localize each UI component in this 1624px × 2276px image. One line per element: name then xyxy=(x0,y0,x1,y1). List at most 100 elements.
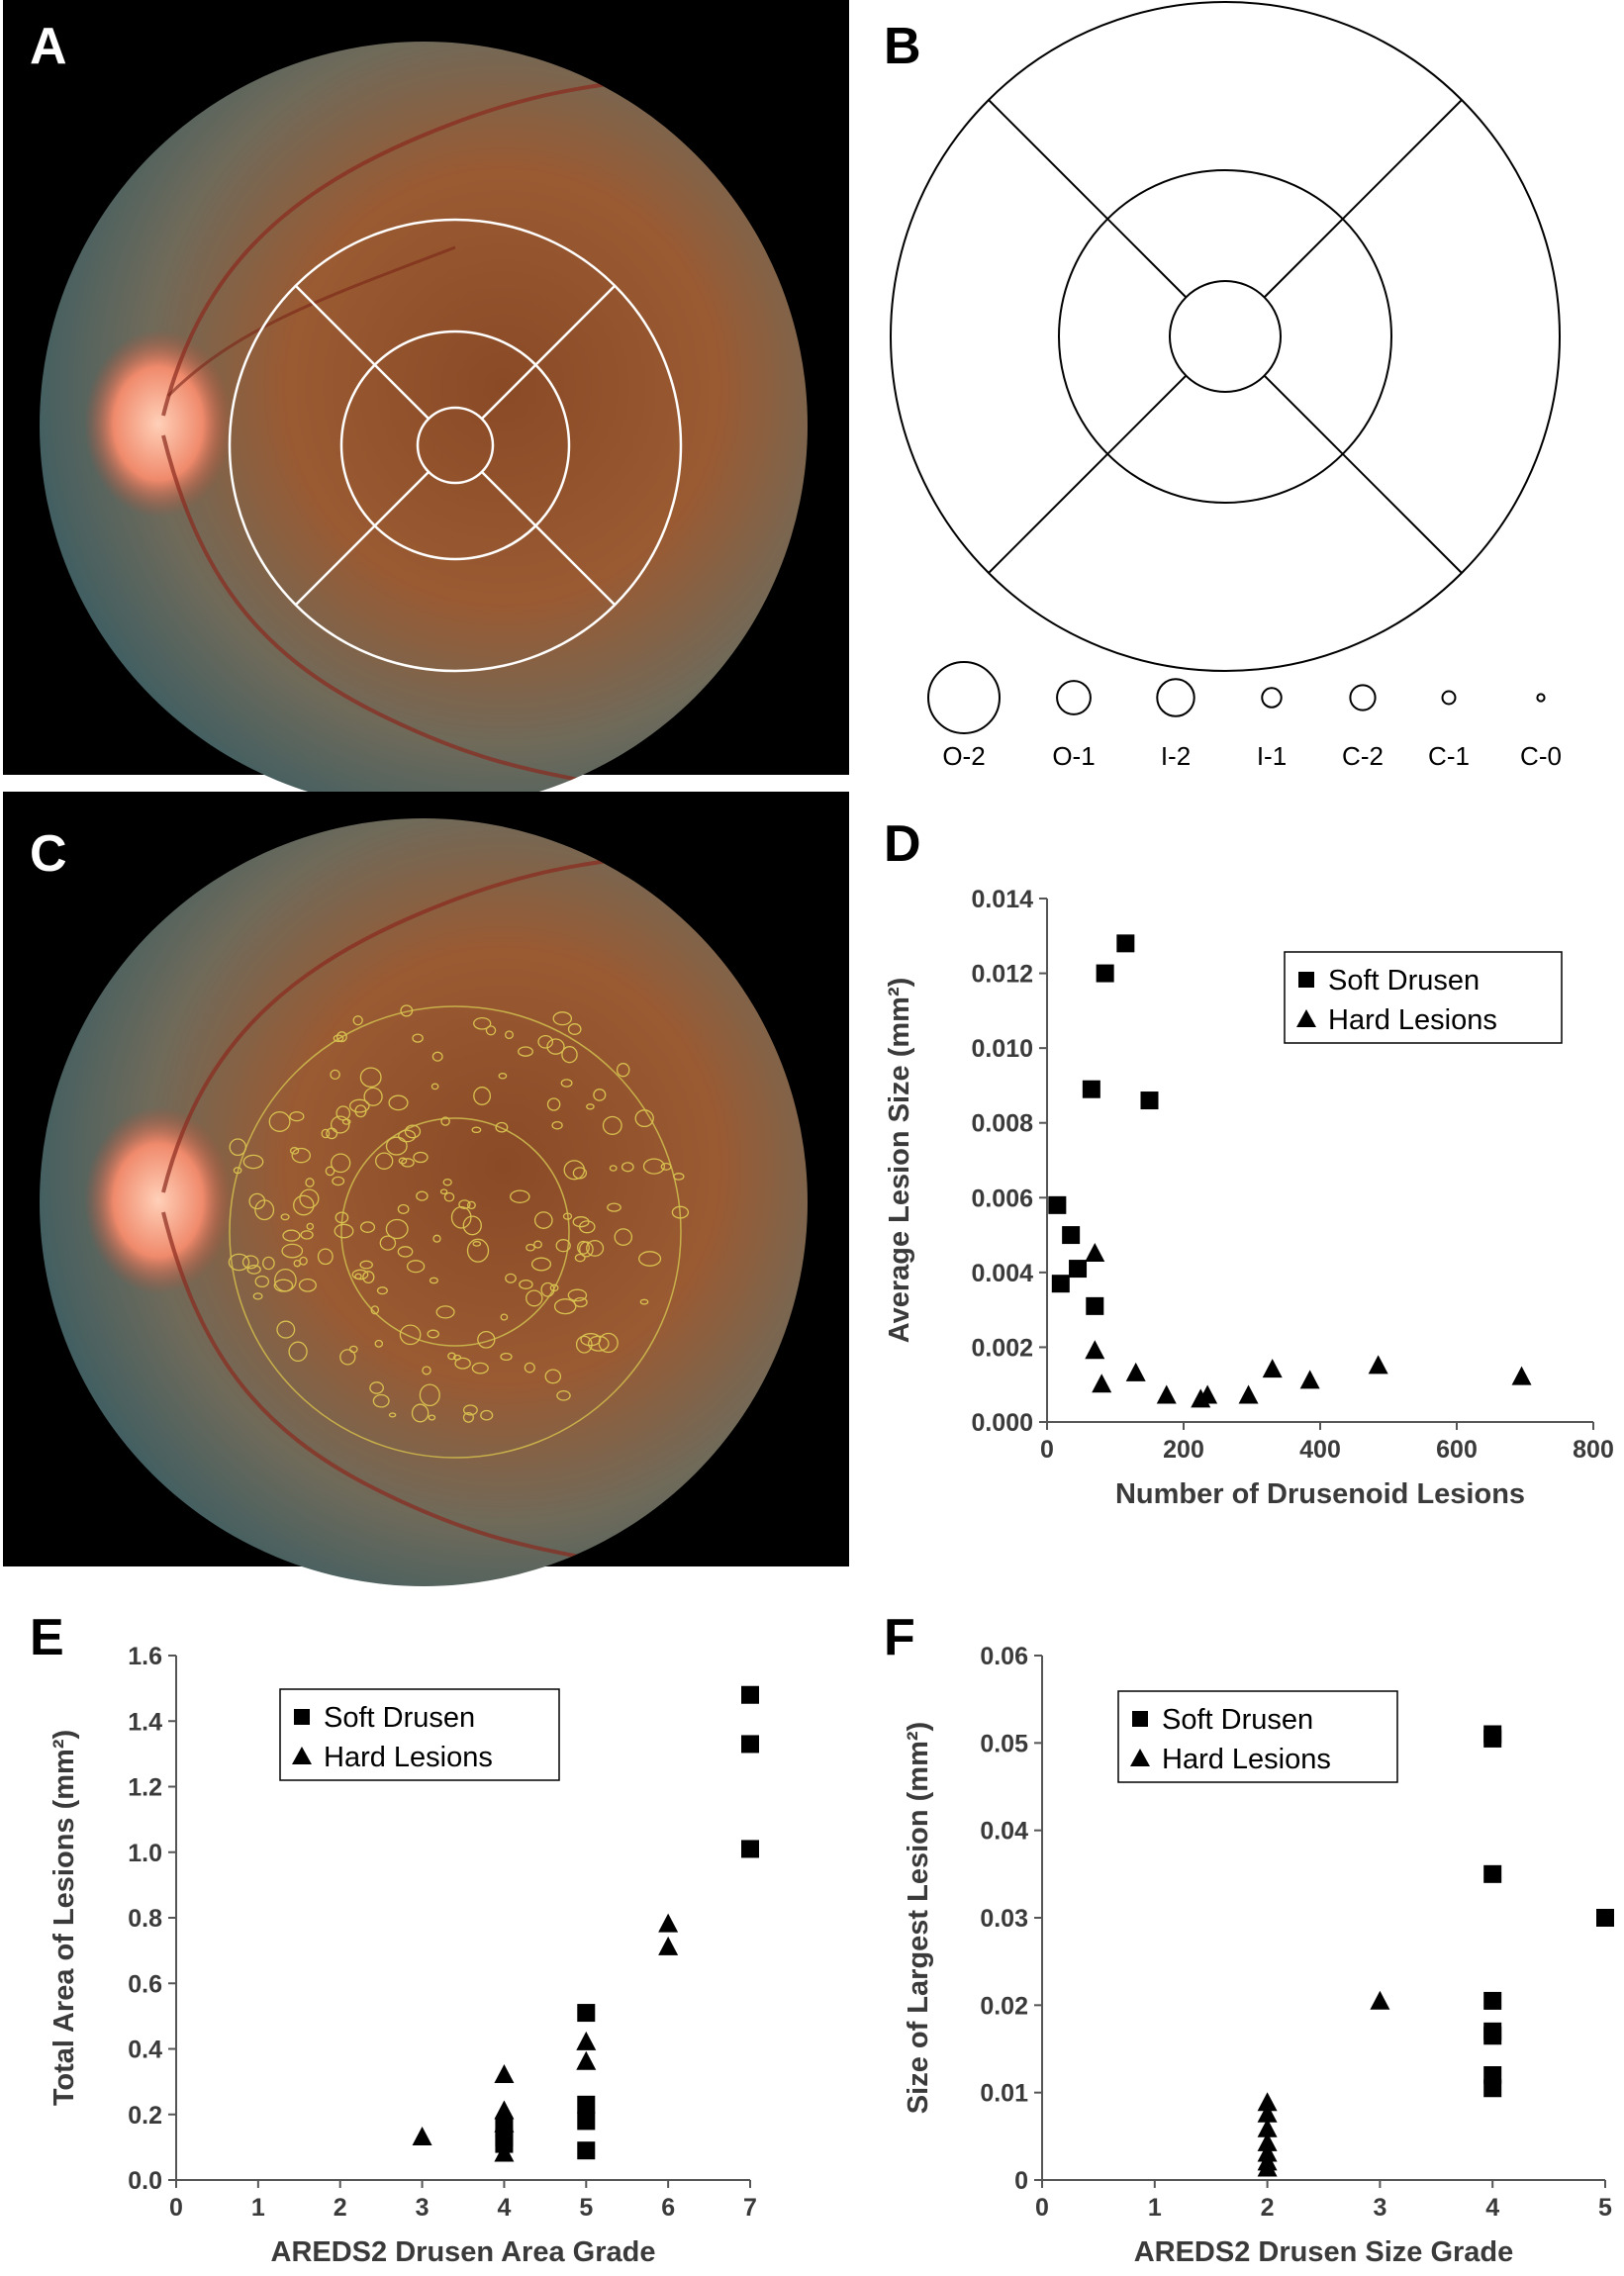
lesion-outline xyxy=(229,1138,247,1157)
soft-drusen-point xyxy=(741,1685,759,1704)
size-label: O-1 xyxy=(1052,741,1095,771)
lesion-outline xyxy=(298,1278,317,1292)
lesion-outline xyxy=(546,1097,561,1111)
lesion-outline xyxy=(432,1234,441,1243)
lesion-outline xyxy=(525,1289,543,1307)
lesion-outline xyxy=(376,1286,388,1295)
lesion-outline xyxy=(233,1167,242,1175)
x-tick-label: 400 xyxy=(1299,1436,1341,1464)
y-tick-label: 0.01 xyxy=(980,2080,1028,2108)
size-label: O-2 xyxy=(942,741,985,771)
hard-lesion-point xyxy=(1257,2092,1278,2112)
lesion-outline xyxy=(639,1298,649,1305)
lesion-outline xyxy=(530,1257,552,1272)
legend-label: Hard Lesions xyxy=(1162,1744,1331,1775)
lesion-outline xyxy=(524,1362,535,1374)
soft-drusen-point xyxy=(577,2095,596,2114)
lesion-outline xyxy=(325,1166,335,1177)
y-tick-label: 0 xyxy=(1014,2167,1028,2195)
soft-drusen-point xyxy=(741,1840,759,1858)
hard-lesion-point xyxy=(1197,1384,1218,1404)
y-tick-label: 0.002 xyxy=(971,1334,1033,1362)
size-label: I-2 xyxy=(1161,741,1191,771)
lesion-outlines xyxy=(228,1004,690,1423)
lesion-outline xyxy=(567,1288,588,1302)
lesion-outline xyxy=(440,1116,450,1126)
x-tick-label: 0 xyxy=(169,2194,183,2222)
lesion-outline xyxy=(498,1073,508,1080)
x-tick-label: 6 xyxy=(661,2194,675,2222)
x-axis-title: Number of Drusenoid Lesions xyxy=(1115,1478,1525,1510)
lesion-outline xyxy=(397,1203,410,1214)
lesion-outline xyxy=(480,1409,494,1421)
lesion-outline xyxy=(580,1333,602,1347)
lesion-outline xyxy=(299,1188,320,1209)
lesion-outline xyxy=(454,1357,471,1370)
x-tick-label: 3 xyxy=(1373,2194,1386,2222)
hard-lesion-point xyxy=(658,1913,679,1933)
size-circle-c-2 xyxy=(1349,684,1377,711)
y-tick-label: 0.000 xyxy=(971,1409,1033,1437)
lesion-outline xyxy=(330,1069,340,1081)
lesion-outline xyxy=(291,1147,312,1164)
legend-triangle-marker xyxy=(1296,1009,1316,1027)
lesion-outline xyxy=(642,1158,665,1175)
hard-lesion-point xyxy=(494,2064,515,2083)
lesion-outline xyxy=(398,1129,417,1143)
lesion-outline xyxy=(273,1279,294,1292)
y-axis-title: Average Lesion Size (mm²) xyxy=(884,978,915,1344)
lesion-outline xyxy=(375,1152,394,1170)
lesion-outline xyxy=(385,1218,409,1240)
lesion-outline xyxy=(544,1369,562,1384)
x-tick-label: 2 xyxy=(334,2194,347,2222)
x-tick-label: 1 xyxy=(251,2194,265,2222)
lesion-outline xyxy=(305,1178,315,1187)
lesion-outline xyxy=(505,1030,514,1040)
legend-label: Hard Lesions xyxy=(1328,1004,1497,1036)
vessel-c2 xyxy=(161,1211,634,1570)
soft-drusen-point xyxy=(1096,964,1114,983)
lesion-outline xyxy=(362,1271,375,1284)
lesion-outline xyxy=(477,1330,496,1349)
x-tick-label: 600 xyxy=(1436,1436,1478,1464)
y-tick-label: 0.03 xyxy=(980,1905,1028,1933)
x-tick-label: 3 xyxy=(416,2194,430,2222)
legend-label: Soft Drusen xyxy=(1328,965,1480,996)
lesion-outline xyxy=(466,1200,476,1210)
lesion-outline xyxy=(248,1192,266,1210)
lesion-outline xyxy=(413,1151,429,1164)
lesion-outline xyxy=(560,1079,573,1088)
size-circle-i-2 xyxy=(1156,678,1195,717)
hard-lesion-point xyxy=(1257,2157,1278,2177)
hard-lesion-point xyxy=(576,2031,597,2050)
lesion-outline xyxy=(399,1324,422,1346)
vessel-a3 xyxy=(166,245,456,398)
lesion-outline xyxy=(401,1158,415,1168)
lesion-outline xyxy=(485,1025,497,1036)
lesion-outline xyxy=(577,1240,590,1255)
soft-drusen-point xyxy=(1082,1080,1100,1098)
grid-schematic-b xyxy=(890,1,1561,672)
lesion-outline xyxy=(404,1124,422,1139)
size-circle-c-1 xyxy=(1441,690,1457,706)
optic-disc-a xyxy=(84,330,233,518)
lesion-outline xyxy=(573,1296,588,1308)
lesion-outline xyxy=(282,1229,301,1242)
y-tick-label: 0.010 xyxy=(971,1035,1033,1063)
lesion-outline xyxy=(660,1162,672,1171)
lesion-outline xyxy=(332,1176,345,1186)
lesion-outline xyxy=(525,1243,535,1252)
hard-lesion-point xyxy=(1257,2118,1278,2137)
y-tick-label: 1.0 xyxy=(128,1840,162,1867)
soft-drusen-point xyxy=(1116,934,1135,953)
soft-drusen-point xyxy=(1596,1909,1614,1927)
lesion-outline xyxy=(422,1366,431,1375)
hard-lesion-point xyxy=(494,2100,515,2120)
lesion-outline xyxy=(462,1215,482,1236)
size-label: C-1 xyxy=(1428,741,1470,771)
legend-square-marker xyxy=(294,1709,310,1725)
lesion-outline xyxy=(563,1160,586,1181)
